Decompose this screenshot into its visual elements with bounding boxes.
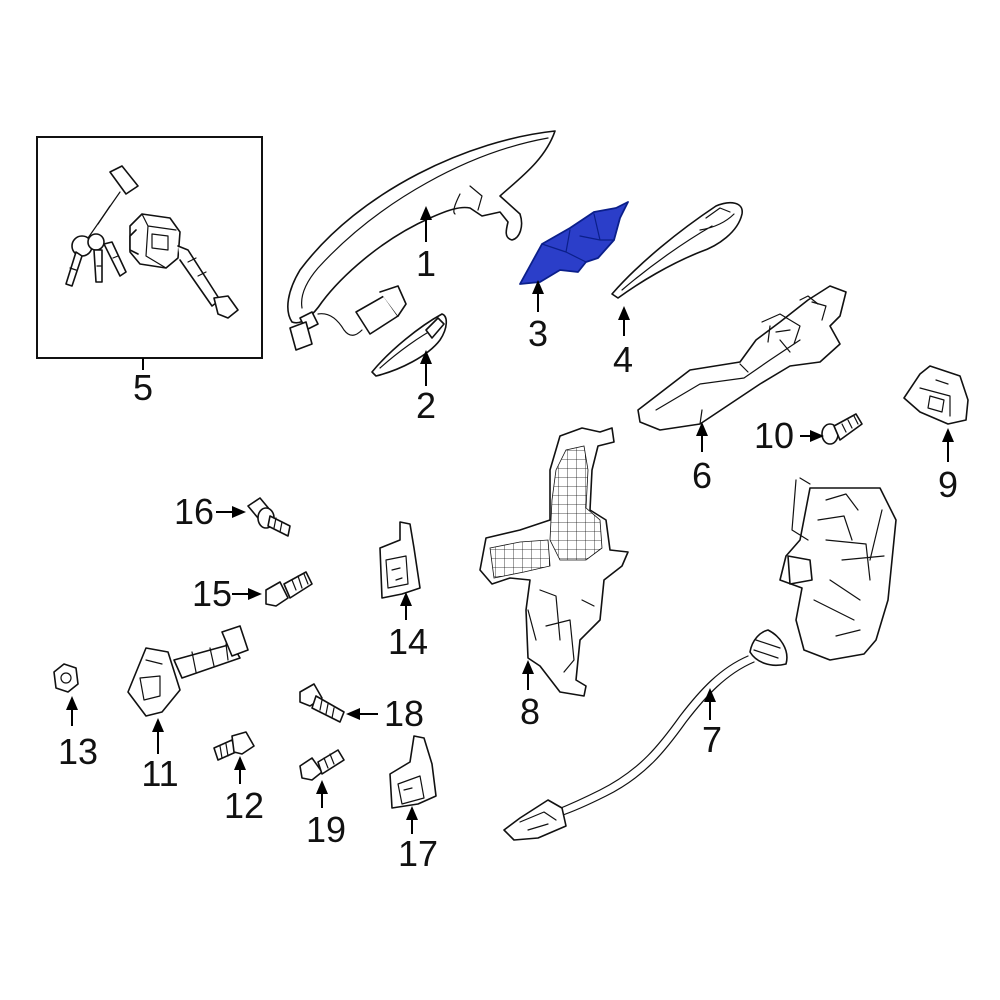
callout-8: 8	[520, 691, 540, 732]
callout-6: 6	[692, 455, 712, 496]
callout-9: 9	[938, 464, 958, 505]
inset-box	[36, 136, 263, 359]
part-1-outside-handle[interactable]	[287, 130, 556, 351]
part-6-handle-bracket[interactable]	[637, 285, 847, 431]
callout-3: 3	[528, 313, 548, 354]
part-12-bolt[interactable]	[213, 731, 255, 761]
callout-14: 14	[388, 621, 428, 662]
part-2-front-gasket[interactable]	[371, 313, 448, 377]
part-16-bolt[interactable]	[247, 497, 291, 537]
callout-2: 2	[416, 385, 436, 426]
part-18-bolt[interactable]	[299, 683, 345, 723]
part-10-screw[interactable]	[821, 413, 863, 445]
leader-lines	[66, 206, 954, 834]
part-17-hinge[interactable]	[389, 735, 437, 809]
part-8-door-carrier[interactable]	[479, 427, 629, 697]
part-7-latch-actuator-cable[interactable]	[503, 477, 897, 841]
part-3-handle-cover[interactable]	[519, 201, 629, 285]
callout-15: 15	[192, 573, 232, 614]
callout-11: 11	[141, 753, 178, 794]
part-11-door-check[interactable]	[127, 625, 249, 717]
part-14-hinge[interactable]	[379, 521, 421, 599]
callout-5: 5	[133, 367, 153, 408]
part-4-rear-gasket[interactable]	[611, 201, 743, 299]
callout-17: 17	[398, 833, 438, 874]
callout-10: 10	[754, 415, 794, 456]
highlighted-part-3[interactable]	[519, 201, 629, 285]
lock-cylinder	[129, 213, 239, 319]
callout-1: 1	[416, 243, 436, 284]
part-5-lock-cylinder-kit[interactable]	[36, 136, 263, 359]
callout-16: 16	[174, 491, 214, 532]
callout-12: 12	[224, 785, 264, 826]
callout-19: 19	[306, 809, 346, 850]
callout-13: 13	[58, 731, 98, 772]
part-19-bolt[interactable]	[299, 749, 345, 781]
part-13-nut[interactable]	[53, 663, 79, 693]
part-9-striker[interactable]	[903, 365, 969, 425]
callout-18: 18	[384, 693, 424, 734]
key-icon	[65, 165, 139, 287]
callout-labels: 1 2 3 4 5 6 7 8 9 10 11 12 13 14 15 16 1…	[58, 243, 958, 874]
callout-7: 7	[702, 719, 722, 760]
part-15-bolt[interactable]	[265, 571, 313, 607]
callout-4: 4	[613, 339, 633, 380]
